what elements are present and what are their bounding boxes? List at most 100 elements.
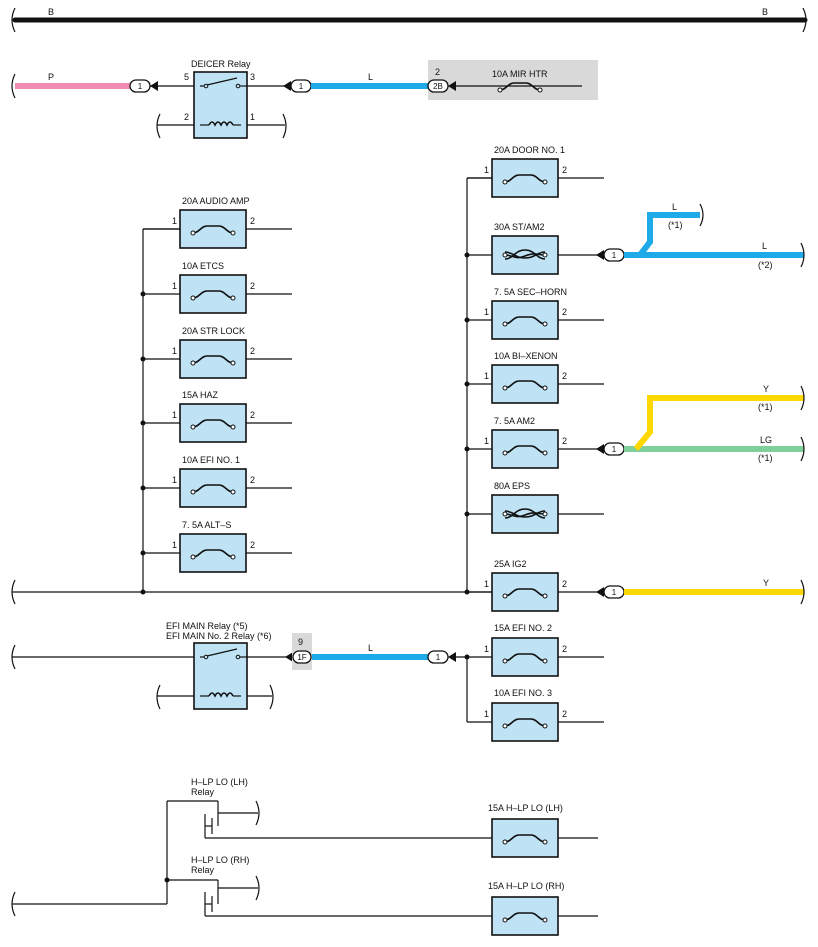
efi-main-connector-label: 1 [436,653,441,662]
fuse-symbol [502,653,548,664]
efi-no3-pin-out: 2 [562,709,567,719]
battery-bus: B B [11,7,808,33]
fuse-symbol [190,484,236,495]
left-fuse-3: 15A HAZ 1 2 [172,390,255,443]
st-am2-branch1-label: L [672,202,677,212]
am2-connector-label: 1 [612,445,617,454]
efi-no3-pin-in: 1 [484,709,489,719]
mir-htr-fuse-symbol [497,82,543,93]
deicer-pin-5: 5 [184,72,189,82]
am2-branch1-note: (*1) [758,402,773,412]
right-fuse-2-pin-in: 1 [484,307,489,317]
left-fuse-3-pin-out: 2 [250,410,255,420]
left-fuse-1-pin-out: 2 [250,281,255,291]
efi-no3-fuse: 10A EFI NO. 3 1 2 [484,688,604,742]
fuse-symbol [502,174,548,185]
st-am2-branch2-label: L [762,241,767,251]
efi-no2-pin-out: 2 [562,644,567,654]
right-fuse-3-label: 10A BI–XENON [494,351,558,361]
deicer-pin-1: 1 [250,112,255,122]
fuse-symbol [502,445,548,456]
right-fuse-0-pin-out: 2 [562,165,567,175]
bus-left-label: B [48,7,54,17]
efi-no2-fuse-label: 15A EFI NO. 2 [494,623,552,633]
efi-main-jb-pin: 9 [298,637,303,647]
efi-main-jb-id: 1F [297,653,306,662]
left-fuse-3-pin-in: 1 [172,410,177,420]
left-fuse-2-pin-out: 2 [250,346,255,356]
fuse-symbol [502,718,548,729]
hlp-rh-fuse [491,896,559,936]
connector-arrow [596,444,604,454]
right-fuse-2-pin-out: 2 [562,307,567,317]
left-fuse-4-pin-out: 2 [250,475,255,485]
efi-main-relay-label-1: EFI MAIN Relay (*5) [166,621,248,631]
hlp-lh-relay-label-2: Relay [191,787,215,797]
ig2-output: 1 Y [558,578,805,605]
left-fuse-0-pin-out: 2 [250,216,255,226]
hlp-rh-relay-label-2: Relay [191,865,215,875]
left-fuse-0-pin-in: 1 [172,216,177,226]
right-fuse-1: 30A ST/AM2 [491,222,559,275]
left-fuse-1-label: 10A ETCS [182,261,224,271]
fuse-symbol [190,355,236,366]
hlp-lh-fuse [491,818,559,858]
left-fuse-3-label: 15A HAZ [182,390,219,400]
ig2-connector-label: 1 [612,588,617,597]
hlp-rh-relay-label-1: H–LP LO (RH) [191,855,249,865]
left-fuse-0: 20A AUDIO AMP 1 2 [172,196,255,249]
hlp-lh-fuse-label: 15A H–LP LO (LH) [488,803,563,813]
connector-arrow [285,652,293,662]
deicer-pin-2: 2 [184,112,189,122]
connector-arrow [596,250,604,260]
mir-htr-fuse-label: 10A MIR HTR [492,69,548,79]
right-fuse-3-pin-in: 1 [484,371,489,381]
mir-htr-junction-box [428,60,598,100]
left-fuse-5-pin-out: 2 [250,540,255,550]
connector-arrow [448,652,456,662]
right-fuse-4-pin-in: 1 [484,436,489,446]
am2-yellow-wire [633,395,804,451]
connector-arrow [283,81,291,91]
right-fuse-0-label: 20A DOOR NO. 1 [494,145,565,155]
fuse-symbol [190,549,236,560]
am2-branch2-note: (*1) [758,453,773,463]
connector-arrow [596,587,604,597]
connector-arrow [448,81,456,91]
hlp-rh-fuse-label: 15A H–LP LO (RH) [488,881,564,891]
efi-main-relay-label-2: EFI MAIN No. 2 Relay (*6) [166,631,272,641]
fuse-symbol [502,588,548,599]
deicer-connector-in-label: 1 [138,82,143,91]
deicer-relay-box [193,71,248,139]
fuse-symbol [190,419,236,430]
left-fuse-2-pin-in: 1 [172,346,177,356]
st-am2-connector-label: 1 [612,251,617,260]
mir-htr-jb-id: 2B [433,82,443,91]
am2-output: 1 Y (*1) LG (*1) [558,384,805,463]
mir-htr-jb-pin: 2 [435,67,440,77]
right-fuse-6-pin-in: 1 [484,579,489,589]
right-fuse-5: 80A EPS [491,481,559,534]
right-fuse-2-label: 7. 5A SEC–HORN [494,287,567,297]
main-feed-line [11,579,492,605]
fuse-symbol [502,912,548,923]
right-fuse-1-label: 30A ST/AM2 [494,222,545,232]
right-fuse-6-label: 25A IG2 [494,559,527,569]
am2-branch2-label: LG [760,435,772,445]
left-fuse-5-label: 7. 5A ALT–S [182,520,231,530]
deicer-relay-label: DEICER Relay [191,59,251,69]
efi-no3-fuse-label: 10A EFI NO. 3 [494,688,552,698]
left-fuse-0-label: 20A AUDIO AMP [182,196,250,206]
deicer-out-wire-label: L [368,72,373,82]
fuse-symbol [502,834,548,845]
efi-main-circuit: EFI MAIN Relay (*5) EFI MAIN No. 2 Relay… [11,621,492,723]
deicer-connector-out-label: 1 [299,82,304,91]
efi-main-wire-label: L [368,643,373,653]
